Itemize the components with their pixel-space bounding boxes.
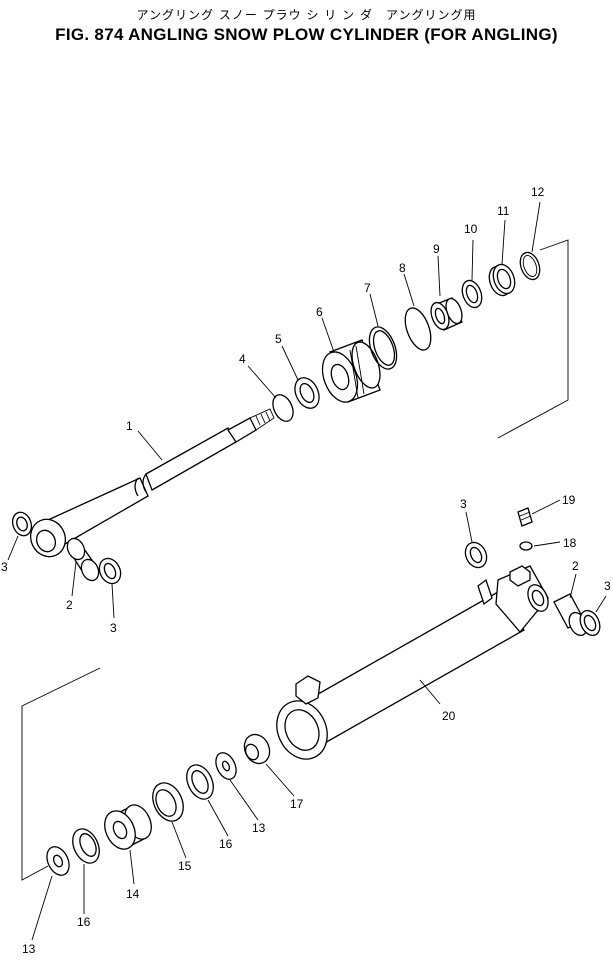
o-ring-part-8[interactable] bbox=[400, 305, 436, 354]
callout-4: 4 bbox=[239, 352, 246, 366]
figure-title-japanese: アングリング スノー プラウ シ リ ン ダ アングリング用 bbox=[136, 8, 477, 22]
callout-3-right: 3 bbox=[604, 579, 611, 593]
ring-part-16-upper[interactable] bbox=[182, 761, 219, 804]
bushing-part-3-tube-top[interactable] bbox=[461, 539, 490, 571]
callout-20: 20 bbox=[442, 709, 456, 723]
dust-seal-part-11[interactable] bbox=[485, 261, 518, 298]
callout-3-left: 3 bbox=[1, 560, 8, 574]
piston-ring-part-15[interactable] bbox=[147, 778, 189, 826]
cylinder-tube-part-20[interactable] bbox=[268, 565, 553, 767]
callout-18: 18 bbox=[563, 536, 577, 550]
callout-labels: 1 3 2 3 4 5 6 7 8 9 10 11 12 3 19 18 2 3… bbox=[1, 185, 611, 956]
callout-2-right: 2 bbox=[572, 559, 579, 573]
figure-title: FIG. 874 ANGLING SNOW PLOW CYLINDER (FOR… bbox=[55, 25, 558, 44]
o-ring-part-18[interactable] bbox=[519, 541, 533, 551]
washer-part-13-lower[interactable] bbox=[43, 843, 74, 879]
callout-19: 19 bbox=[562, 493, 576, 507]
callout-12: 12 bbox=[531, 185, 545, 199]
callout-1: 1 bbox=[126, 419, 133, 433]
bushing-part-3-right[interactable] bbox=[576, 607, 603, 638]
bushing-part-9[interactable] bbox=[428, 296, 465, 332]
snap-ring-part-12[interactable] bbox=[517, 250, 543, 282]
piston-part-14[interactable] bbox=[99, 801, 157, 854]
callout-7: 7 bbox=[364, 281, 371, 295]
callout-9: 9 bbox=[433, 242, 440, 256]
ring-part-16-lower[interactable] bbox=[68, 825, 105, 868]
callout-13-upper: 13 bbox=[252, 821, 266, 835]
section-bracket-upper bbox=[497, 239, 569, 439]
callout-16-upper: 16 bbox=[219, 837, 233, 851]
washer-part-13-upper[interactable] bbox=[212, 750, 240, 783]
nut-part-17[interactable] bbox=[240, 730, 274, 767]
callout-3-lower-left: 3 bbox=[110, 621, 117, 635]
backup-ring-part-7[interactable] bbox=[364, 323, 402, 373]
callout-11: 11 bbox=[497, 204, 510, 218]
bushing-part-3-lower-left[interactable] bbox=[95, 555, 124, 587]
piston-rod-part-1[interactable] bbox=[25, 408, 275, 562]
callout-10: 10 bbox=[464, 222, 478, 236]
callout-3-tube: 3 bbox=[460, 497, 467, 511]
callout-17: 17 bbox=[290, 797, 304, 811]
section-bracket-lower bbox=[21, 667, 101, 881]
bushing-part-3-left[interactable] bbox=[9, 510, 34, 539]
callout-14: 14 bbox=[126, 887, 140, 901]
callout-15: 15 bbox=[178, 859, 192, 873]
leader-lines bbox=[7, 201, 607, 941]
grease-fitting-part-19[interactable] bbox=[517, 507, 533, 527]
snap-ring-part-4[interactable] bbox=[269, 392, 297, 425]
seal-part-10[interactable] bbox=[459, 278, 485, 310]
callout-8: 8 bbox=[399, 261, 406, 275]
callout-6: 6 bbox=[316, 305, 323, 319]
callout-5: 5 bbox=[275, 332, 282, 346]
callout-16-lower: 16 bbox=[77, 915, 91, 929]
callout-13-lower: 13 bbox=[22, 942, 36, 956]
bushing-part-2-left[interactable] bbox=[64, 536, 102, 584]
ring-part-5[interactable] bbox=[290, 374, 323, 412]
callout-2-left: 2 bbox=[66, 598, 73, 612]
